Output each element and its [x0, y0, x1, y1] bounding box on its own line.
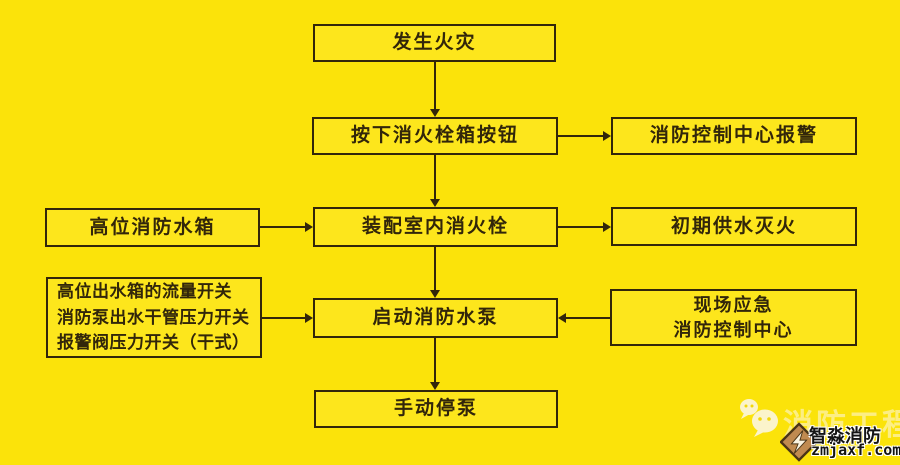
node-label-line: 现场应急	[693, 295, 774, 316]
node-label: 高位消防水箱	[89, 216, 216, 238]
node-pressure-flow-switches: 高位出水箱的流量开关 消防泵出水干管压力开关 报警阀压力开关（干式）	[46, 277, 262, 358]
node-label-line: 消防控制中心	[673, 319, 794, 340]
node-label: 发生火灾	[392, 32, 477, 54]
node-label: 初期供水灭火	[670, 215, 797, 237]
node-control-center-alarm: 消防控制中心报警	[611, 117, 857, 155]
arrow-press-to-hydrant	[430, 155, 440, 207]
watermark-brand-name: 智淼消防	[809, 426, 881, 446]
arrow-pump-to-stop	[430, 338, 440, 390]
arrow-fire-to-press	[430, 62, 440, 117]
node-label: 按下消火栓箱按钮	[350, 125, 519, 147]
arrow-switches-to-pump	[262, 313, 313, 323]
node-label-line: 报警阀压力开关（干式）	[57, 333, 250, 353]
node-label: 手动停泵	[393, 398, 478, 420]
node-onsite-emergency-control-center: 现场应急 消防控制中心	[610, 289, 857, 346]
node-manual-pump-stop: 手动停泵	[314, 390, 558, 428]
node-label-line: 高位出水箱的流量开关	[57, 282, 232, 302]
node-label: 装配室内消火栓	[361, 216, 509, 238]
node-label: 启动消防水泵	[372, 307, 499, 329]
node-high-level-water-tank: 高位消防水箱	[45, 208, 260, 247]
node-initial-water-supply: 初期供水灭火	[611, 207, 857, 246]
arrow-hydrant-to-initial	[558, 222, 611, 232]
arrow-hydrant-to-pump	[430, 247, 440, 298]
node-indoor-hydrant: 装配室内消火栓	[313, 207, 558, 247]
arrow-tank-to-hydrant	[260, 222, 313, 232]
node-press-hydrant-button: 按下消火栓箱按钮	[312, 117, 558, 155]
arrow-press-to-alarm	[558, 131, 611, 141]
watermark-website: zmjaxf.com	[811, 441, 900, 459]
node-label: 消防控制中心报警	[649, 125, 818, 147]
node-start-fire-pump: 启动消防水泵	[313, 298, 558, 338]
node-fire-occurs: 发生火灾	[313, 24, 556, 62]
wechat-icon	[740, 399, 778, 437]
diamond-logo	[780, 422, 818, 462]
arrow-emergency-to-pump	[558, 313, 610, 323]
node-label-line: 消防泵出水干管压力开关	[57, 307, 250, 327]
